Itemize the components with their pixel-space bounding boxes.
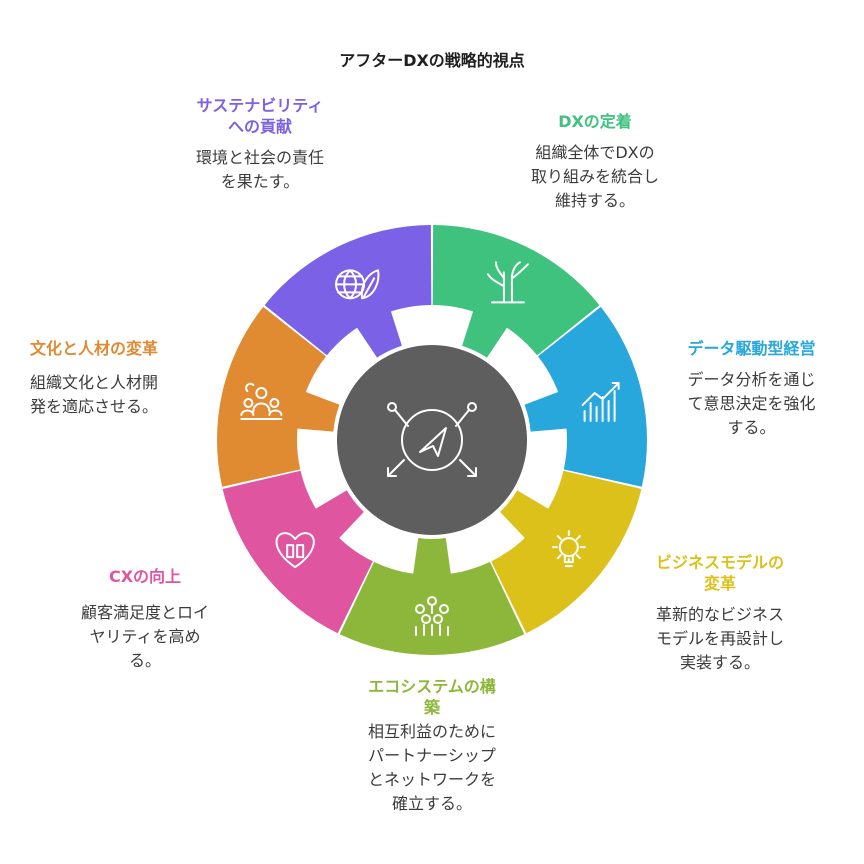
title-dx: DXの定着 — [558, 112, 632, 131]
segment-tab-eco — [413, 538, 451, 576]
title-eco: エコシステムの構築 — [368, 677, 496, 717]
heart-book-icon — [275, 532, 315, 569]
title-business: ビジネスモデルの変革 — [655, 553, 784, 593]
desc-eco: 相互利益のためにパートナーシップとネットワークを確立する。 — [367, 722, 496, 813]
network-people-icon — [415, 596, 449, 636]
page-title: アフターDXの戦略的視点 — [339, 51, 525, 70]
tree-icon — [486, 261, 529, 304]
segment-tab-culture — [296, 391, 340, 432]
title-culture: 文化と人材の変革 — [30, 339, 159, 358]
title-sustainability: サステナビリティへの貢献 — [196, 96, 324, 136]
segment-sustainability — [264, 225, 432, 356]
segment-tab-business — [500, 490, 550, 539]
label-eco: エコシステムの構築 相互利益のためにパートナーシップとネットワークを確立する。 — [342, 676, 522, 816]
desc-data: データ分析を通じて意思決定を強化する。 — [687, 370, 816, 437]
chart-trend-icon — [581, 382, 620, 423]
segment-tab-cx — [314, 490, 364, 539]
segment-business — [491, 470, 642, 634]
desc-sustainability: 環境と社会の責任を果たす。 — [195, 148, 324, 191]
label-dx: DXの定着 組織全体でDXの取り組みを統合し維持する。 — [510, 111, 680, 213]
title-cx: CXの向上 — [108, 567, 182, 586]
desc-dx: 組織全体でDXの取り組みを統合し維持する。 — [530, 143, 659, 210]
segment-dx — [432, 225, 600, 356]
team-icon — [240, 382, 283, 421]
segment-tab-data — [524, 391, 568, 432]
title-data: データ駆動型経営 — [687, 339, 816, 358]
desc-cx: 顧客満足度とロイヤリティを高める。 — [80, 603, 209, 670]
label-cx: CXの向上 顧客満足度とロイヤリティを高める。 — [55, 566, 235, 673]
globe-leaf-icon — [335, 269, 380, 300]
segment-tab-sustainability — [356, 310, 402, 358]
navigation-arrows-icon — [387, 402, 477, 477]
segment-tab-dx — [462, 310, 508, 358]
label-business: ビジネスモデルの変革 革新的なビジネスモデルを再設計し実装する。 — [630, 552, 810, 675]
segment-data — [537, 306, 647, 487]
desc-culture: 組織文化と人材開発を適応させる。 — [30, 373, 159, 416]
label-data: データ駆動型経営 データ分析を通じて意思決定を強化する。 — [664, 338, 839, 440]
desc-business: 革新的なビジネスモデルを再設計し実装する。 — [655, 605, 784, 672]
label-sustainability: サステナビリティへの貢献 環境と社会の責任を果たす。 — [170, 95, 350, 194]
lightbulb-gear-icon — [551, 530, 586, 568]
segment-culture — [216, 306, 327, 487]
label-culture: 文化と人材の変革 組織文化と人材開発を適応させる。 — [30, 338, 210, 419]
